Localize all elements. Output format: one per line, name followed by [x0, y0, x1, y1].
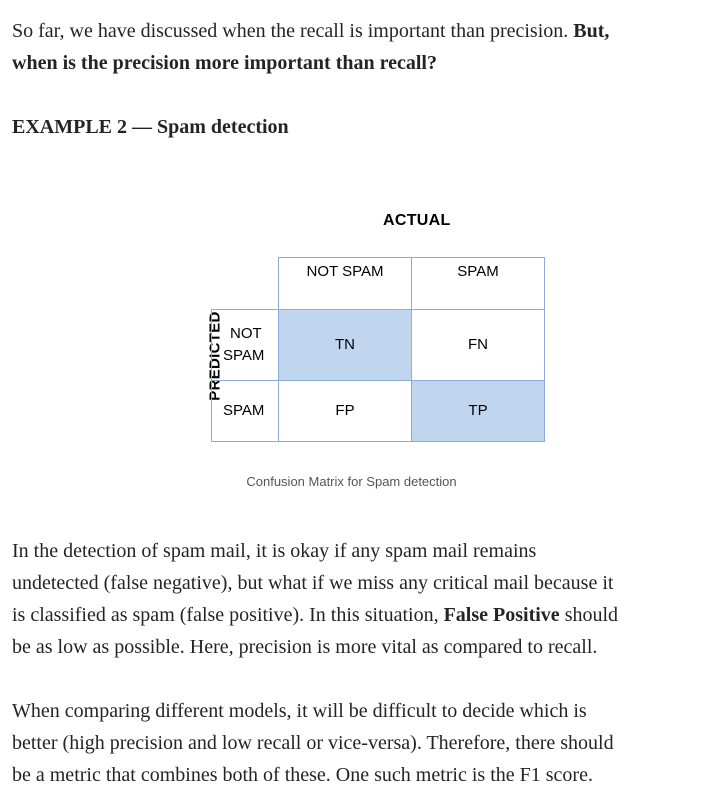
paragraph2-line-2: undetected (false negative), but what if…: [12, 572, 614, 594]
paragraph3-line-1: When comparing different models, it will…: [12, 700, 587, 722]
paragraph3-line-3: be a metric that combines both of these.…: [12, 764, 593, 786]
figure-caption: Confusion Matrix for Spam detection: [0, 474, 701, 489]
row-header-not-spam-text: NOT SPAM: [223, 323, 264, 367]
cell-false-negative: FN: [411, 309, 545, 381]
example-heading: EXAMPLE 2 — Spam detection: [12, 116, 289, 138]
col-header-spam: SPAM: [411, 257, 545, 310]
f1-intro-paragraph: When comparing different models, it will…: [12, 695, 692, 791]
cell-fp-text: FP: [335, 402, 355, 419]
intro-line-1: So far, we have discussed when the recal…: [12, 15, 692, 47]
false-positive-emphasis: False Positive: [443, 604, 560, 626]
cell-true-positive: TP: [411, 380, 545, 442]
figure-caption-text: Confusion Matrix for Spam detection: [246, 474, 457, 489]
paragraph2-line-3: is classified as spam (false positive). …: [12, 599, 692, 631]
paragraph2-line-3-post: should: [559, 604, 619, 626]
actual-axis-label: ACTUAL: [383, 212, 451, 229]
cell-true-negative: TN: [278, 309, 412, 381]
cell-tn-text: TN: [335, 336, 355, 353]
paragraph2-line-3-pre: is classified as spam (false positive). …: [12, 604, 444, 626]
intro-bold-text: But,: [573, 20, 610, 42]
cell-fn-text: FN: [468, 336, 488, 353]
row-header-not-spam-line-2: SPAM: [223, 347, 265, 364]
intro-line-2: when is the precision more important tha…: [12, 52, 437, 74]
col-header-not-spam: NOT SPAM: [278, 257, 412, 310]
row-header-spam-text: SPAM: [223, 402, 265, 419]
col-header-spam-text: SPAM: [457, 263, 499, 280]
row-header-not-spam-line-1: NOT: [230, 325, 262, 342]
col-header-not-spam-text: NOT SPAM: [306, 263, 384, 280]
intro-paragraph: So far, we have discussed when the recal…: [12, 15, 692, 79]
cell-false-positive: FP: [278, 380, 412, 442]
paragraph2-line-4: be as low as possible. Here, precision i…: [12, 636, 598, 658]
paragraph2-line-1: In the detection of spam mail, it is oka…: [12, 540, 537, 562]
row-header-spam: SPAM: [211, 380, 279, 442]
cell-tp-text: TP: [468, 402, 488, 419]
spam-explanation-paragraph: In the detection of spam mail, it is oka…: [12, 535, 692, 663]
intro-text: So far, we have discussed when the recal…: [12, 20, 574, 42]
paragraph3-line-2: better (high precision and low recall or…: [12, 732, 614, 754]
row-header-not-spam: NOT SPAM: [211, 309, 279, 381]
